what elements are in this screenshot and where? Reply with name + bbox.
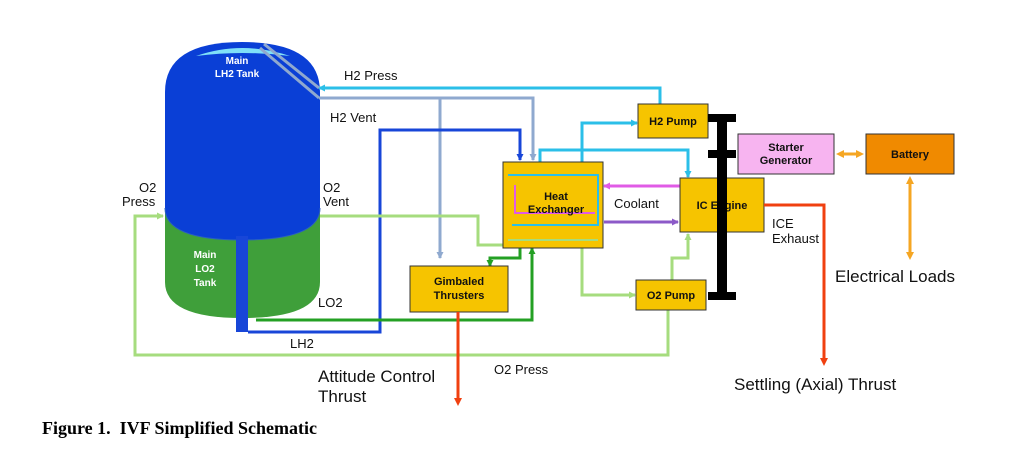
main-lh2-label-1: Main	[226, 56, 249, 67]
o2-press-left-label-1: O2	[139, 180, 156, 195]
o2-press-bottom-label: O2 Press	[494, 362, 549, 377]
lo2-thruster-line	[486, 248, 522, 267]
lo2-label: LO2	[318, 295, 343, 310]
o2-press-line	[133, 212, 670, 357]
lh2-ullage	[196, 48, 290, 56]
gimbaled-thrusters-label-2: Thrusters	[434, 290, 485, 302]
lh2-label: LH2	[290, 336, 314, 351]
starter-generator-label-1: Starter	[768, 142, 804, 154]
gimbaled-thrusters	[409, 265, 509, 313]
starter-generator-label-2: Generator	[760, 155, 813, 167]
main-tank	[164, 42, 321, 332]
ice-exhaust-label-2: Exhaust	[772, 231, 819, 246]
o2-pump-label: O2 Pump	[647, 290, 696, 302]
o2-pump	[635, 279, 707, 311]
h2-pump	[637, 103, 709, 139]
main-lo2-label-3: Tank	[194, 278, 217, 289]
coolant-label: Coolant	[614, 196, 659, 211]
main-lo2-label-2: LO2	[195, 264, 215, 275]
lh2-feed-pipe	[236, 236, 248, 332]
gimbaled-thrusters-label-1: Gimbaled	[434, 276, 484, 288]
battery	[865, 133, 955, 175]
o2-pump-to-engine-line	[670, 233, 692, 282]
ice-exhaust-label-1: ICE	[772, 216, 794, 231]
h2-pump-to-engine-line	[538, 148, 692, 178]
h2-hx-to-pump-line	[580, 119, 638, 162]
h2-pump-label: H2 Pump	[649, 116, 697, 128]
attitude-control-label-2: Thrust	[318, 387, 366, 406]
lh2-tank	[165, 42, 320, 240]
h2-press-label: H2 Press	[344, 68, 398, 83]
electrical-loads-label: Electrical Loads	[835, 267, 955, 286]
heat-exchanger	[502, 161, 604, 249]
h2-vent-label: H2 Vent	[330, 110, 377, 125]
ice-exhaust-line	[764, 203, 828, 366]
lh2-line	[248, 128, 524, 334]
figure-caption: Figure 1. IVF Simplified Schematic	[42, 418, 317, 438]
attitude-control-label-1: Attitude Control	[318, 367, 435, 386]
o2-vent-line	[320, 214, 520, 247]
settling-thrust-label: Settling (Axial) Thrust	[734, 375, 896, 394]
o2-vent-label-1: O2	[323, 180, 340, 195]
o2-hx-to-pump-line	[580, 248, 636, 299]
o2-vent-label-2: Vent	[323, 194, 349, 209]
main-lh2-label-2: LH2 Tank	[215, 69, 260, 80]
battery-label: Battery	[891, 149, 930, 161]
h2-vent-line	[319, 96, 537, 161]
h2-press-line	[318, 84, 662, 104]
starter-generator	[737, 133, 835, 175]
main-lo2-label-1: Main	[194, 250, 217, 261]
heat-exchanger-label-1: Heat	[544, 191, 568, 203]
lo2-line	[256, 247, 536, 322]
o2-press-left-label-2: Press	[122, 194, 156, 209]
drive-shaft	[708, 114, 736, 300]
heat-exchanger-label-2: Exchanger	[528, 204, 585, 216]
